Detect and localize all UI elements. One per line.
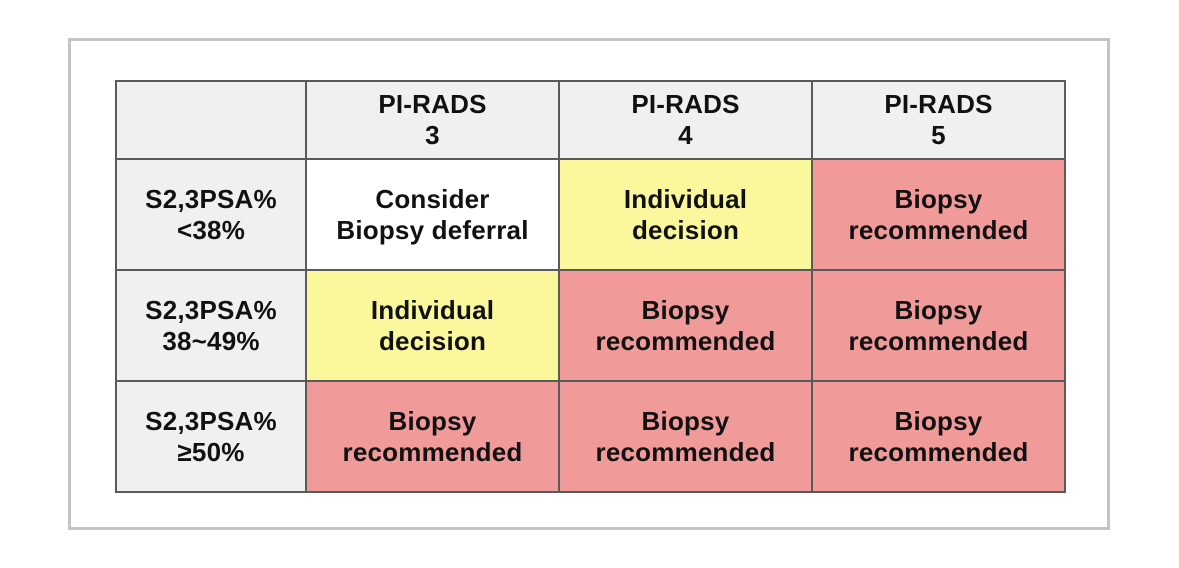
verdict-line-2: recommended [595,325,776,356]
cell-psa-50plus-pirads3: Biopsy recommended [305,380,560,493]
verdict-line-2: recommended [595,436,776,467]
table-row: S2,3PSA% <38% Consider Biopsy deferral I… [115,158,1066,271]
column-header-score: 4 [678,120,693,150]
pirads-psa-decision-table: PI-RADS 3 PI-RADS 4 PI-RADS 5 S2,3PSA% <… [115,80,1066,493]
verdict-line-1: Biopsy [641,294,730,325]
verdict-line-1: Biopsy [894,405,983,436]
verdict-line-1: Biopsy [388,405,477,436]
row-label-line-2: <38% [176,214,246,245]
column-header-score: 5 [931,120,946,150]
cell-psa-under38-pirads4: Individual decision [558,158,813,271]
column-header-score: 3 [425,120,440,150]
verdict-line-1: Individual [623,183,748,214]
cell-psa-38to49-pirads4: Biopsy recommended [558,269,813,382]
row-label-line-1: S2,3PSA% [145,405,277,436]
table-corner-cell [115,80,307,160]
verdict-line-2: recommended [848,214,1029,245]
cell-psa-under38-pirads5: Biopsy recommended [811,158,1066,271]
cell-psa-50plus-pirads5: Biopsy recommended [811,380,1066,493]
figure-frame: PI-RADS 3 PI-RADS 4 PI-RADS 5 S2,3PSA% <… [68,38,1110,530]
verdict-line-1: Biopsy [894,183,983,214]
column-header-pirads-5: PI-RADS 5 [811,80,1066,160]
table-row: S2,3PSA% 38~49% Individual decision Biop… [115,269,1066,382]
verdict-line-2: Biopsy deferral [336,214,529,245]
header-row: PI-RADS 3 PI-RADS 4 PI-RADS 5 [115,80,1066,160]
row-label-line-1: S2,3PSA% [145,183,277,214]
verdict-line-2: recommended [848,436,1029,467]
table-body: S2,3PSA% <38% Consider Biopsy deferral I… [115,158,1066,493]
cell-psa-38to49-pirads5: Biopsy recommended [811,269,1066,382]
cell-psa-under38-pirads3: Consider Biopsy deferral [305,158,560,271]
verdict-line-1: Consider [375,183,490,214]
table-header: PI-RADS 3 PI-RADS 4 PI-RADS 5 [115,80,1066,160]
verdict-line-2: decision [631,214,740,245]
table-row: S2,3PSA% ≥50% Biopsy recommended Biopsy … [115,380,1066,493]
column-header-title: PI-RADS [631,89,740,120]
column-header-title: PI-RADS [884,89,993,120]
column-header-pirads-3: PI-RADS 3 [305,80,560,160]
verdict-line-1: Biopsy [641,405,730,436]
verdict-line-1: Biopsy [894,294,983,325]
row-label-line-2: 38~49% [162,325,260,356]
column-header-title: PI-RADS [378,89,487,120]
row-label-line-1: S2,3PSA% [145,294,277,325]
cell-psa-50plus-pirads4: Biopsy recommended [558,380,813,493]
row-label-line-2: ≥50% [177,436,245,467]
verdict-line-2: recommended [342,436,523,467]
row-label-psa-38-49: S2,3PSA% 38~49% [115,269,307,382]
verdict-line-2: recommended [848,325,1029,356]
column-header-pirads-4: PI-RADS 4 [558,80,813,160]
verdict-line-2: decision [378,325,487,356]
row-label-psa-under-38: S2,3PSA% <38% [115,158,307,271]
verdict-line-1: Individual [370,294,495,325]
cell-psa-38to49-pirads3: Individual decision [305,269,560,382]
row-label-psa-50-or-more: S2,3PSA% ≥50% [115,380,307,493]
